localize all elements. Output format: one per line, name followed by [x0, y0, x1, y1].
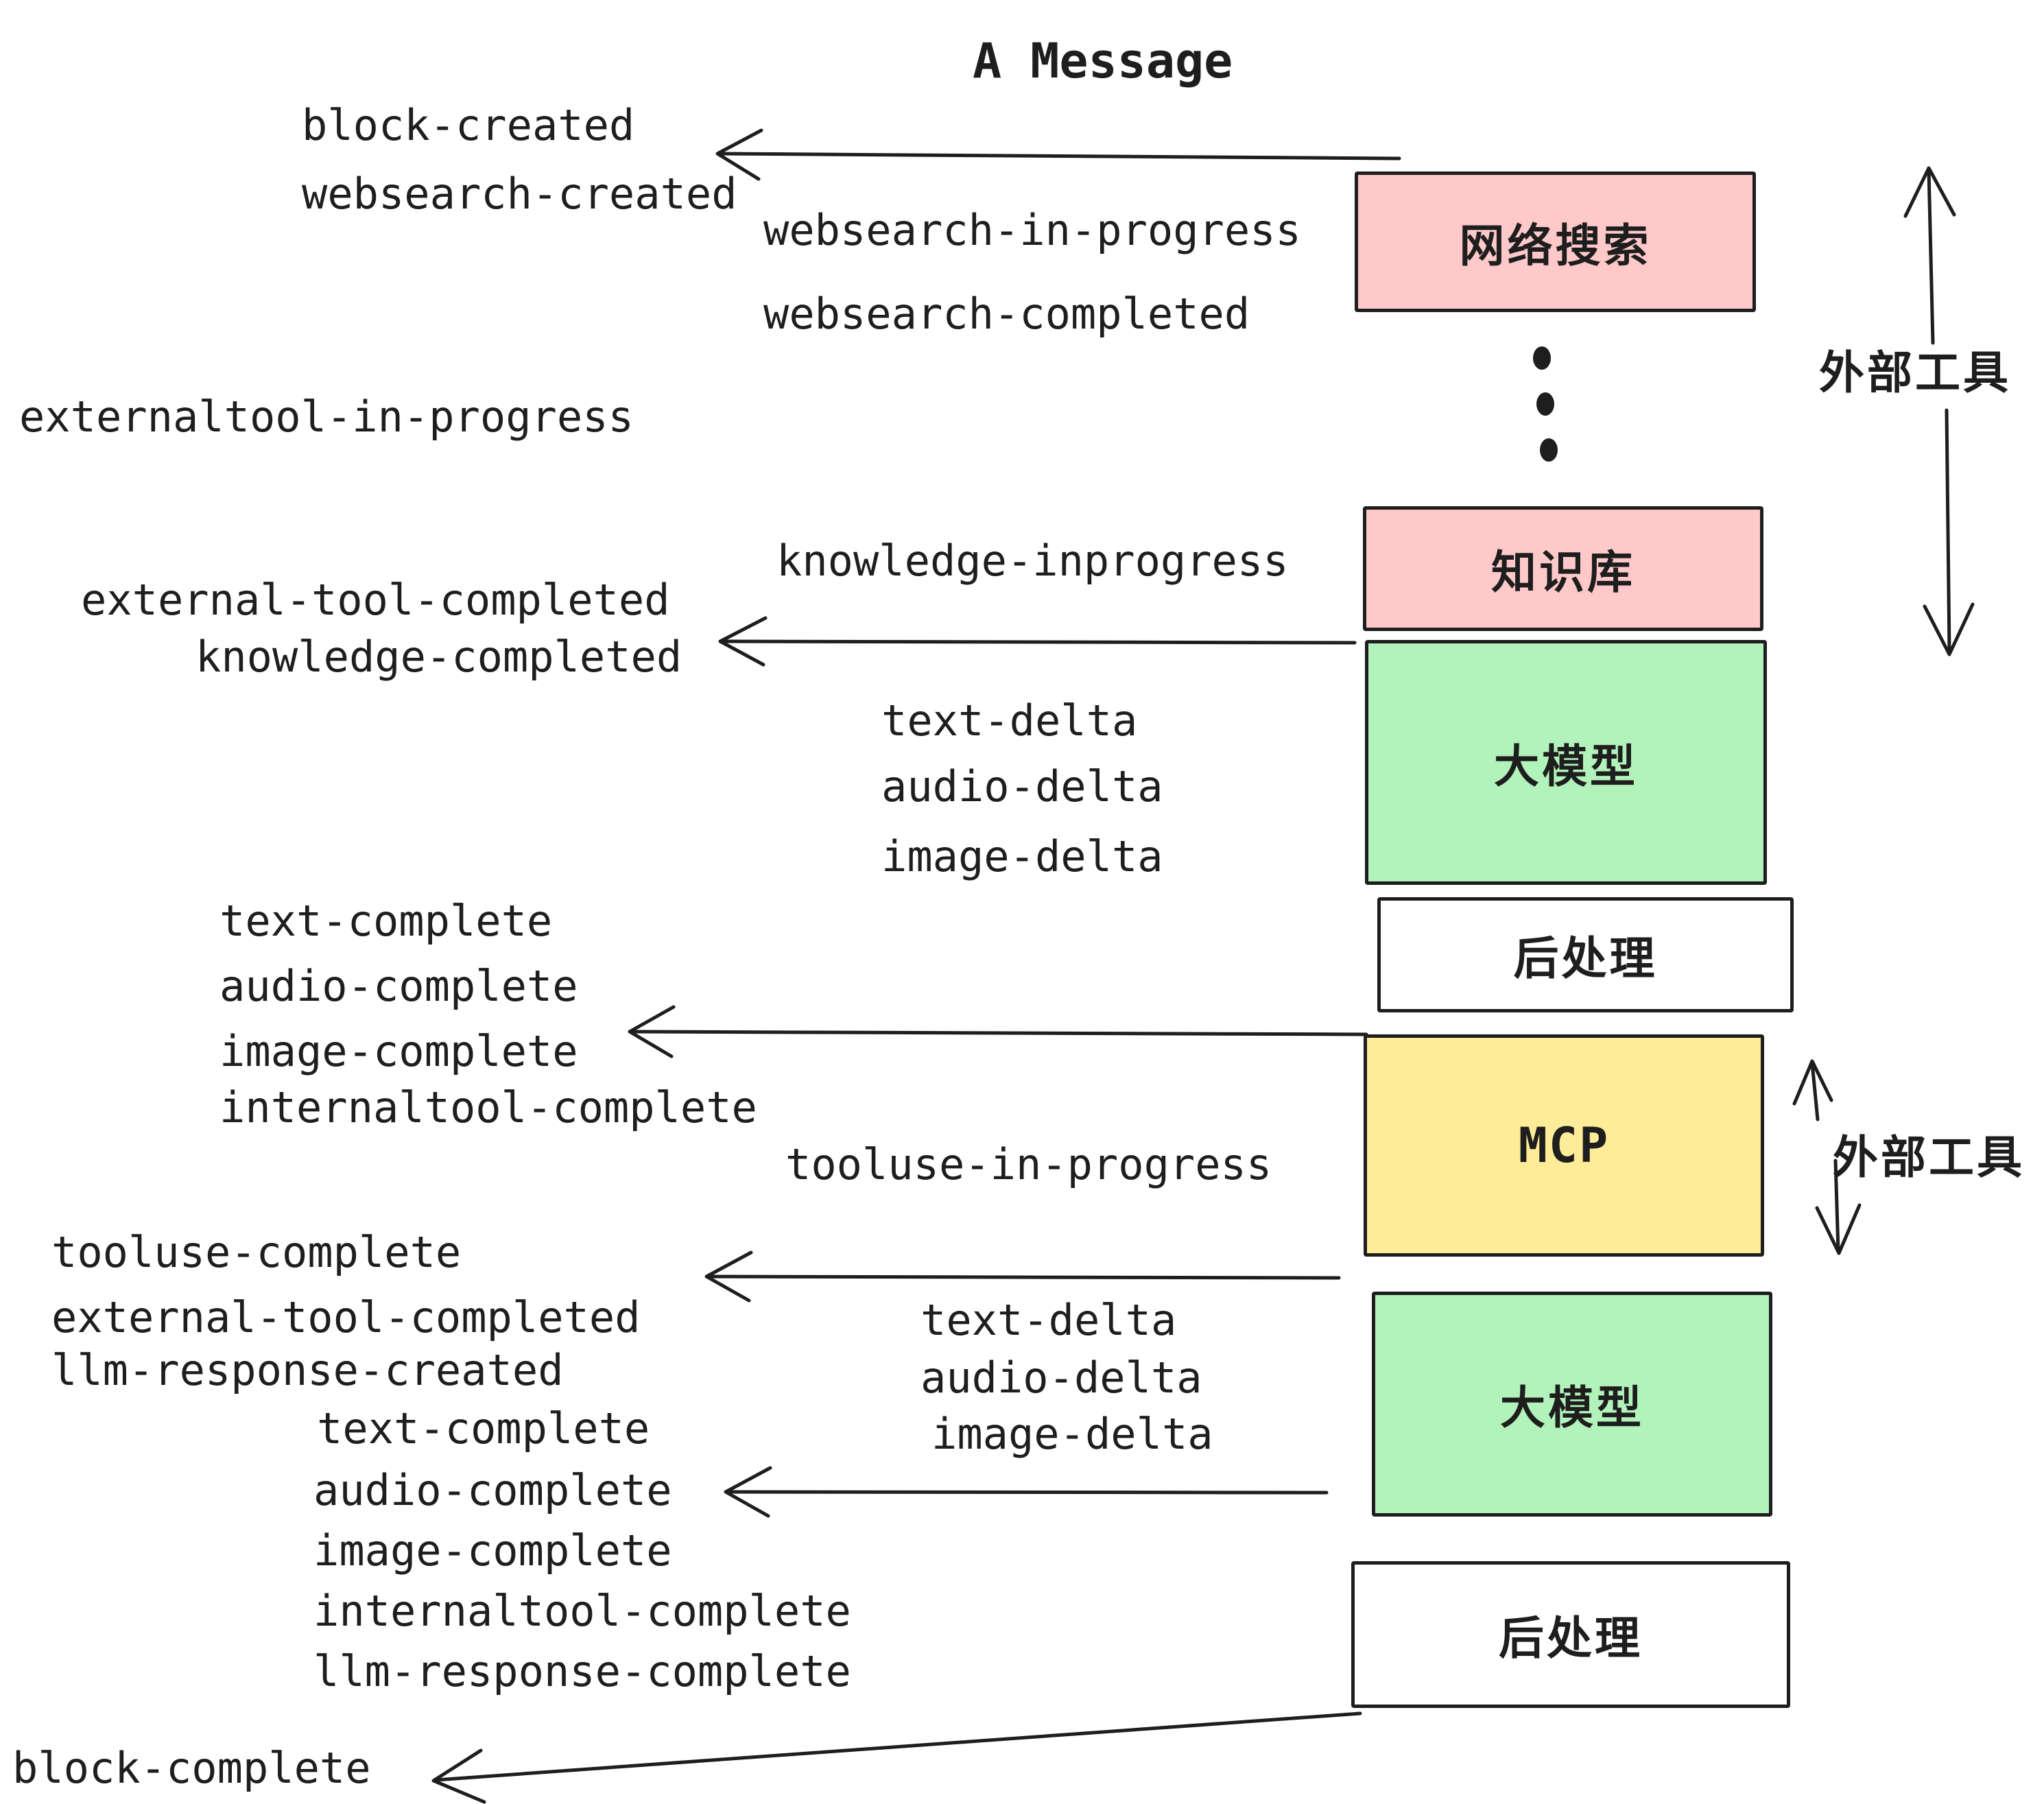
arrow-websearch-to-created — [715, 128, 1401, 181]
box-llm-1-label: 大模型 — [1494, 739, 1638, 793]
event-image-delta-1: image-delta — [881, 831, 1163, 881]
box-llm-2-label: 大模型 — [1500, 1381, 1644, 1434]
arrow-mcp-to-tooluse-complete — [704, 1250, 1341, 1303]
arrow-postprocess-to-complete — [628, 1005, 1368, 1058]
event-external-tool-completed-1: external-tool-completed — [81, 575, 670, 625]
event-llm-response-complete: llm-response-complete — [313, 1646, 851, 1696]
box-mcp: MCP — [1364, 1034, 1764, 1257]
box-postprocess-1-label: 后处理 — [1513, 932, 1658, 985]
event-text-delta-2: text-delta — [920, 1295, 1177, 1345]
event-internaltool-complete-2: internaltool-complete — [313, 1586, 851, 1636]
arrow-knowledge-to-completed — [718, 616, 1357, 667]
event-block-complete: block-complete — [12, 1743, 371, 1793]
event-audio-complete-1: audio-complete — [219, 961, 578, 1011]
box-postprocess-2-label: 后处理 — [1499, 1612, 1643, 1665]
event-image-complete-2: image-complete — [313, 1526, 672, 1576]
event-text-complete-1: text-complete — [219, 896, 553, 946]
mcp-external-tools-up-arrow — [1792, 1059, 1833, 1121]
box-mcp-label: MCP — [1518, 1117, 1610, 1174]
box-knowledge: 知识库 — [1363, 506, 1763, 631]
external-tools-annotation-top: 外部工具 — [1819, 346, 2011, 399]
box-websearch: 网络搜索 — [1355, 171, 1756, 312]
event-tooluse-complete: tooluse-complete — [51, 1227, 462, 1277]
ellipsis-dots — [1533, 346, 1558, 462]
box-websearch-label: 网络搜索 — [1459, 219, 1652, 272]
box-postprocess-1: 后处理 — [1377, 897, 1794, 1012]
event-audio-complete-2: audio-complete — [313, 1465, 672, 1515]
arrow-postprocess2-to-block-complete — [431, 1711, 1362, 1804]
event-knowledge-inprogress: knowledge-inprogress — [776, 536, 1289, 586]
event-text-complete-2: text-complete — [317, 1403, 650, 1453]
external-tools-up-arrow — [1903, 166, 1956, 345]
box-llm-1: 大模型 — [1365, 640, 1767, 885]
event-image-complete-1: image-complete — [219, 1026, 578, 1076]
event-websearch-created: websearch-created — [302, 169, 737, 219]
event-tooluse-in-progress: tooluse-in-progress — [785, 1139, 1272, 1189]
event-llm-response-created: llm-response-created — [51, 1345, 564, 1395]
box-postprocess-2: 后处理 — [1351, 1561, 1790, 1708]
diagram-title: A Message — [973, 33, 1233, 89]
arrow-llm2-to-complete — [724, 1466, 1329, 1518]
event-external-tool-completed-2: external-tool-completed — [51, 1292, 641, 1342]
event-image-delta-2: image-delta — [931, 1409, 1213, 1459]
event-audio-delta-2: audio-delta — [920, 1353, 1202, 1403]
external-tools-down-arrow — [1923, 408, 1975, 656]
event-block-created: block-created — [302, 100, 635, 150]
external-tools-annotation-mcp: 外部工具 — [1833, 1131, 2025, 1184]
event-internaltool-complete-1: internaltool-complete — [219, 1082, 757, 1132]
event-websearch-completed: websearch-completed — [763, 289, 1250, 339]
event-externaltool-in-progress: externaltool-in-progress — [19, 392, 634, 442]
event-websearch-in-progress: websearch-in-progress — [763, 205, 1301, 255]
event-audio-delta-1: audio-delta — [881, 761, 1163, 811]
event-text-delta-1: text-delta — [881, 696, 1138, 746]
box-knowledge-label: 知识库 — [1491, 546, 1635, 599]
box-llm-2: 大模型 — [1372, 1292, 1772, 1517]
event-knowledge-completed: knowledge-completed — [195, 632, 682, 682]
